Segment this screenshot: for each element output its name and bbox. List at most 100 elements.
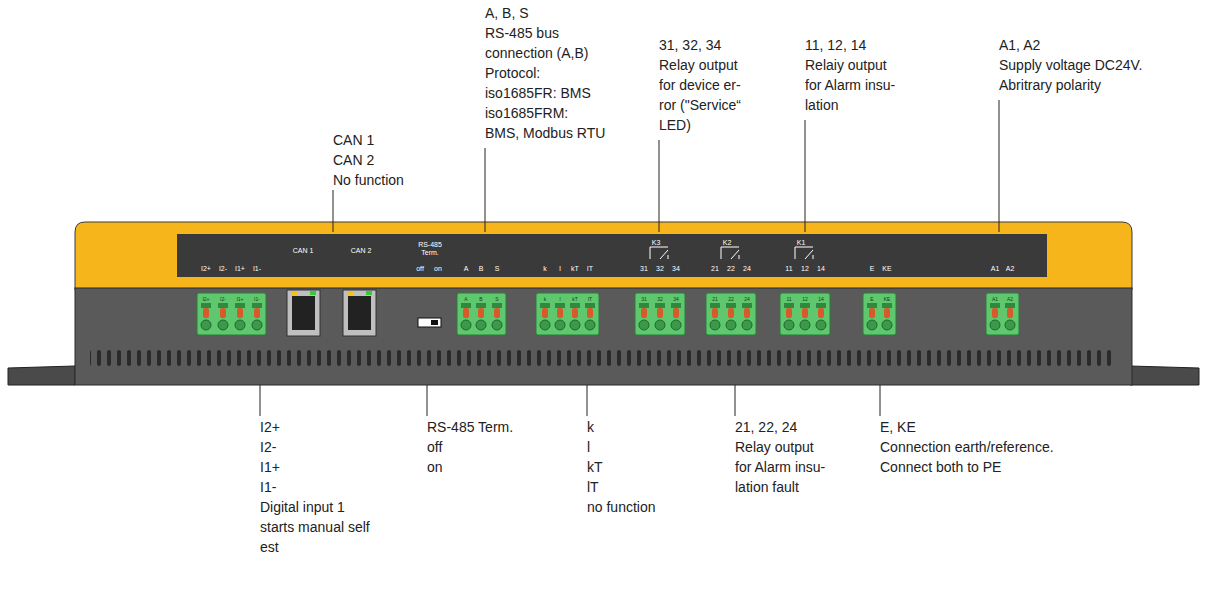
terminal-slot bbox=[990, 303, 1000, 308]
callout-text: Relay output bbox=[735, 440, 814, 454]
terminal-slot bbox=[555, 303, 565, 308]
pin-label: lT bbox=[588, 297, 592, 302]
strip-label: I2- bbox=[219, 265, 227, 272]
terminal-opening bbox=[540, 320, 550, 330]
callout-text: for Alarm insu- bbox=[805, 78, 895, 92]
callout-text: RS-485 Term. bbox=[427, 420, 513, 434]
strip-label: S bbox=[495, 265, 500, 272]
terminal-opening bbox=[990, 320, 1000, 330]
callout-text: I2+ bbox=[260, 420, 280, 434]
terminal-slot bbox=[461, 303, 471, 308]
strip-label: l bbox=[559, 265, 561, 272]
terminal-slot bbox=[585, 303, 595, 308]
terminal-opening bbox=[218, 320, 228, 330]
terminal-opening bbox=[784, 320, 794, 330]
terminal-opening bbox=[492, 320, 502, 330]
terminal-opening bbox=[671, 320, 681, 330]
terminal-slot bbox=[218, 303, 228, 308]
strip-label: 14 bbox=[817, 265, 825, 272]
callout-text: CAN 2 bbox=[333, 153, 374, 167]
strip-label: on bbox=[434, 265, 442, 272]
callout-text: for device er- bbox=[659, 78, 741, 92]
terminal-slot bbox=[710, 303, 720, 308]
terminal-opening bbox=[816, 320, 826, 330]
terminal-release bbox=[802, 308, 808, 318]
terminal-opening bbox=[570, 320, 580, 330]
pin-label: KE bbox=[884, 297, 891, 302]
callout-text: lation bbox=[805, 98, 838, 112]
terminal-release bbox=[587, 308, 593, 318]
callout-text: RS-485 bus bbox=[485, 26, 559, 40]
pin-label: A bbox=[464, 297, 467, 302]
pin-label: l bbox=[559, 297, 560, 302]
callout-text: lT bbox=[587, 480, 599, 494]
mounting-flange bbox=[8, 366, 75, 385]
terminal-release bbox=[237, 308, 243, 318]
terminal-block bbox=[780, 293, 830, 335]
strip-label: RS-485 bbox=[418, 241, 442, 248]
terminal-opening bbox=[201, 320, 211, 330]
callout-text: k bbox=[587, 420, 594, 434]
terminal-release bbox=[557, 308, 563, 318]
strip-label: K3 bbox=[652, 239, 661, 246]
terminal-release bbox=[220, 308, 226, 318]
terminal-release bbox=[203, 308, 209, 318]
terminal-block bbox=[986, 293, 1019, 335]
terminal-opening bbox=[555, 320, 565, 330]
terminal-slot bbox=[742, 303, 752, 308]
callout-text: off bbox=[427, 440, 442, 454]
terminal-opening bbox=[1005, 320, 1015, 330]
terminal-release bbox=[1007, 308, 1013, 318]
terminal-release bbox=[572, 308, 578, 318]
pin-label: 12 bbox=[802, 297, 808, 302]
label-strip bbox=[177, 234, 1047, 277]
terminal-slot bbox=[726, 303, 736, 308]
pin-label: 32 bbox=[657, 297, 663, 302]
pin-label: E bbox=[870, 297, 873, 302]
terminal-release bbox=[657, 308, 663, 318]
callout-text: BMS, Modbus RTU bbox=[485, 126, 605, 140]
pin-label: 31 bbox=[641, 297, 647, 302]
terminal-block bbox=[706, 293, 756, 335]
strip-label: Term. bbox=[421, 249, 439, 256]
terminal-block bbox=[536, 293, 599, 335]
relay-symbol bbox=[721, 247, 739, 259]
terminal-opening bbox=[867, 320, 877, 330]
pin-label: 14 bbox=[818, 297, 824, 302]
callout-text: on bbox=[427, 460, 443, 474]
terminal-release bbox=[728, 308, 734, 318]
strip-label: I1- bbox=[253, 265, 261, 272]
callout-text: lation fault bbox=[735, 480, 799, 494]
callout-text: No function bbox=[333, 173, 404, 187]
callout-text: Protocol: bbox=[485, 66, 540, 80]
housing-base bbox=[75, 288, 1132, 385]
terminal-slot bbox=[492, 303, 502, 308]
relay-symbol bbox=[650, 247, 668, 259]
callout-text: I1+ bbox=[260, 460, 280, 474]
strip-label: CAN 2 bbox=[351, 247, 372, 254]
relay-symbol bbox=[795, 247, 813, 259]
terminal-slot bbox=[655, 303, 665, 308]
pin-label: A1 bbox=[992, 297, 998, 302]
callout-text: 11, 12, 14 bbox=[805, 38, 866, 52]
pin-label: 22 bbox=[728, 297, 734, 302]
callout-text: iso1685FRM: bbox=[485, 106, 568, 120]
callout-text: E, KE bbox=[880, 420, 916, 434]
terminal-release bbox=[673, 308, 679, 318]
terminal-release bbox=[884, 308, 890, 318]
strip-label: off bbox=[416, 265, 424, 272]
strip-label: I1+ bbox=[235, 265, 245, 272]
pin-label: 11 bbox=[786, 297, 791, 302]
terminal-release bbox=[494, 308, 500, 318]
terminal-slot bbox=[816, 303, 826, 308]
strip-label: B bbox=[479, 265, 484, 272]
terminal-slot bbox=[784, 303, 794, 308]
terminal-block bbox=[197, 293, 266, 335]
terminal-opening bbox=[476, 320, 486, 330]
callout-text: Connection earth/reference. bbox=[880, 440, 1054, 454]
terminal-opening bbox=[585, 320, 595, 330]
strip-label: 22 bbox=[727, 265, 735, 272]
strip-label: A1 bbox=[991, 265, 1000, 272]
strip-label: 11 bbox=[785, 265, 792, 272]
housing-top bbox=[75, 222, 1132, 290]
